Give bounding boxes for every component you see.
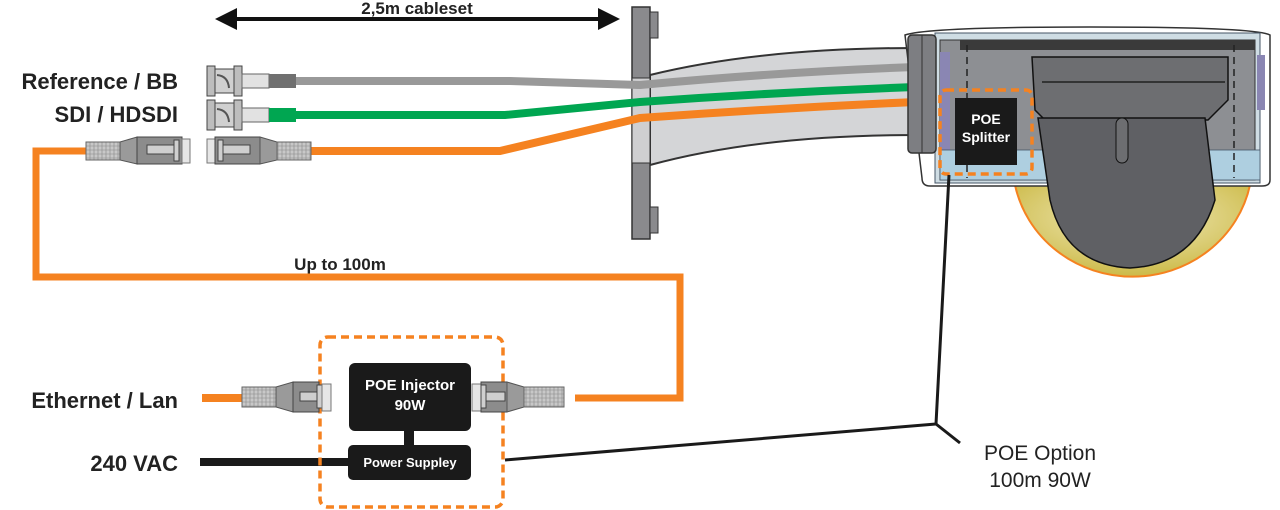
power-supply-label: Power Suppley	[363, 455, 457, 470]
bnc-connector-sdi	[206, 99, 296, 131]
rj45-connector-left-female	[206, 136, 312, 165]
injector-dashed-outline	[318, 335, 505, 509]
rj45-connector-left-male	[85, 136, 191, 165]
splitter-label-line1: POE	[971, 111, 1001, 127]
sdi-cable	[296, 83, 916, 119]
poe-option-label-line1: POE Option	[984, 442, 1096, 465]
long-ethernet-cable	[32, 147, 684, 402]
splitter-dashed-outline	[938, 88, 1034, 176]
ethernet-label: Ethernet / Lan	[31, 388, 178, 413]
sdi-label: SDI / HDSDI	[55, 102, 178, 127]
rj45-connector-injector-out	[471, 381, 565, 413]
cableset-dimension-arrow	[215, 8, 620, 30]
reference-cable	[296, 63, 916, 90]
poe-option-leader	[504, 174, 961, 462]
injector-connector-stem	[404, 430, 414, 446]
rj45-connector-injector-in	[241, 381, 332, 413]
ethernet-camera-cable	[310, 98, 916, 155]
reference-label: Reference / BB	[21, 69, 178, 94]
cableset-label: 2,5m cableset	[361, 0, 473, 18]
splitter-label-line2: Splitter	[962, 129, 1011, 145]
injector-label-line2: 90W	[395, 397, 427, 414]
power-supply-box	[348, 445, 471, 480]
bnc-connector-reference	[206, 65, 296, 97]
poe-splitter-box	[955, 98, 1017, 165]
injector-label-line1: POE Injector	[365, 377, 455, 394]
poe-injector-box	[349, 363, 471, 431]
vac-label: 240 VAC	[90, 451, 178, 476]
distance-label: Up to 100m	[294, 255, 386, 274]
poe-option-label-line2: 100m 90W	[989, 469, 1091, 492]
